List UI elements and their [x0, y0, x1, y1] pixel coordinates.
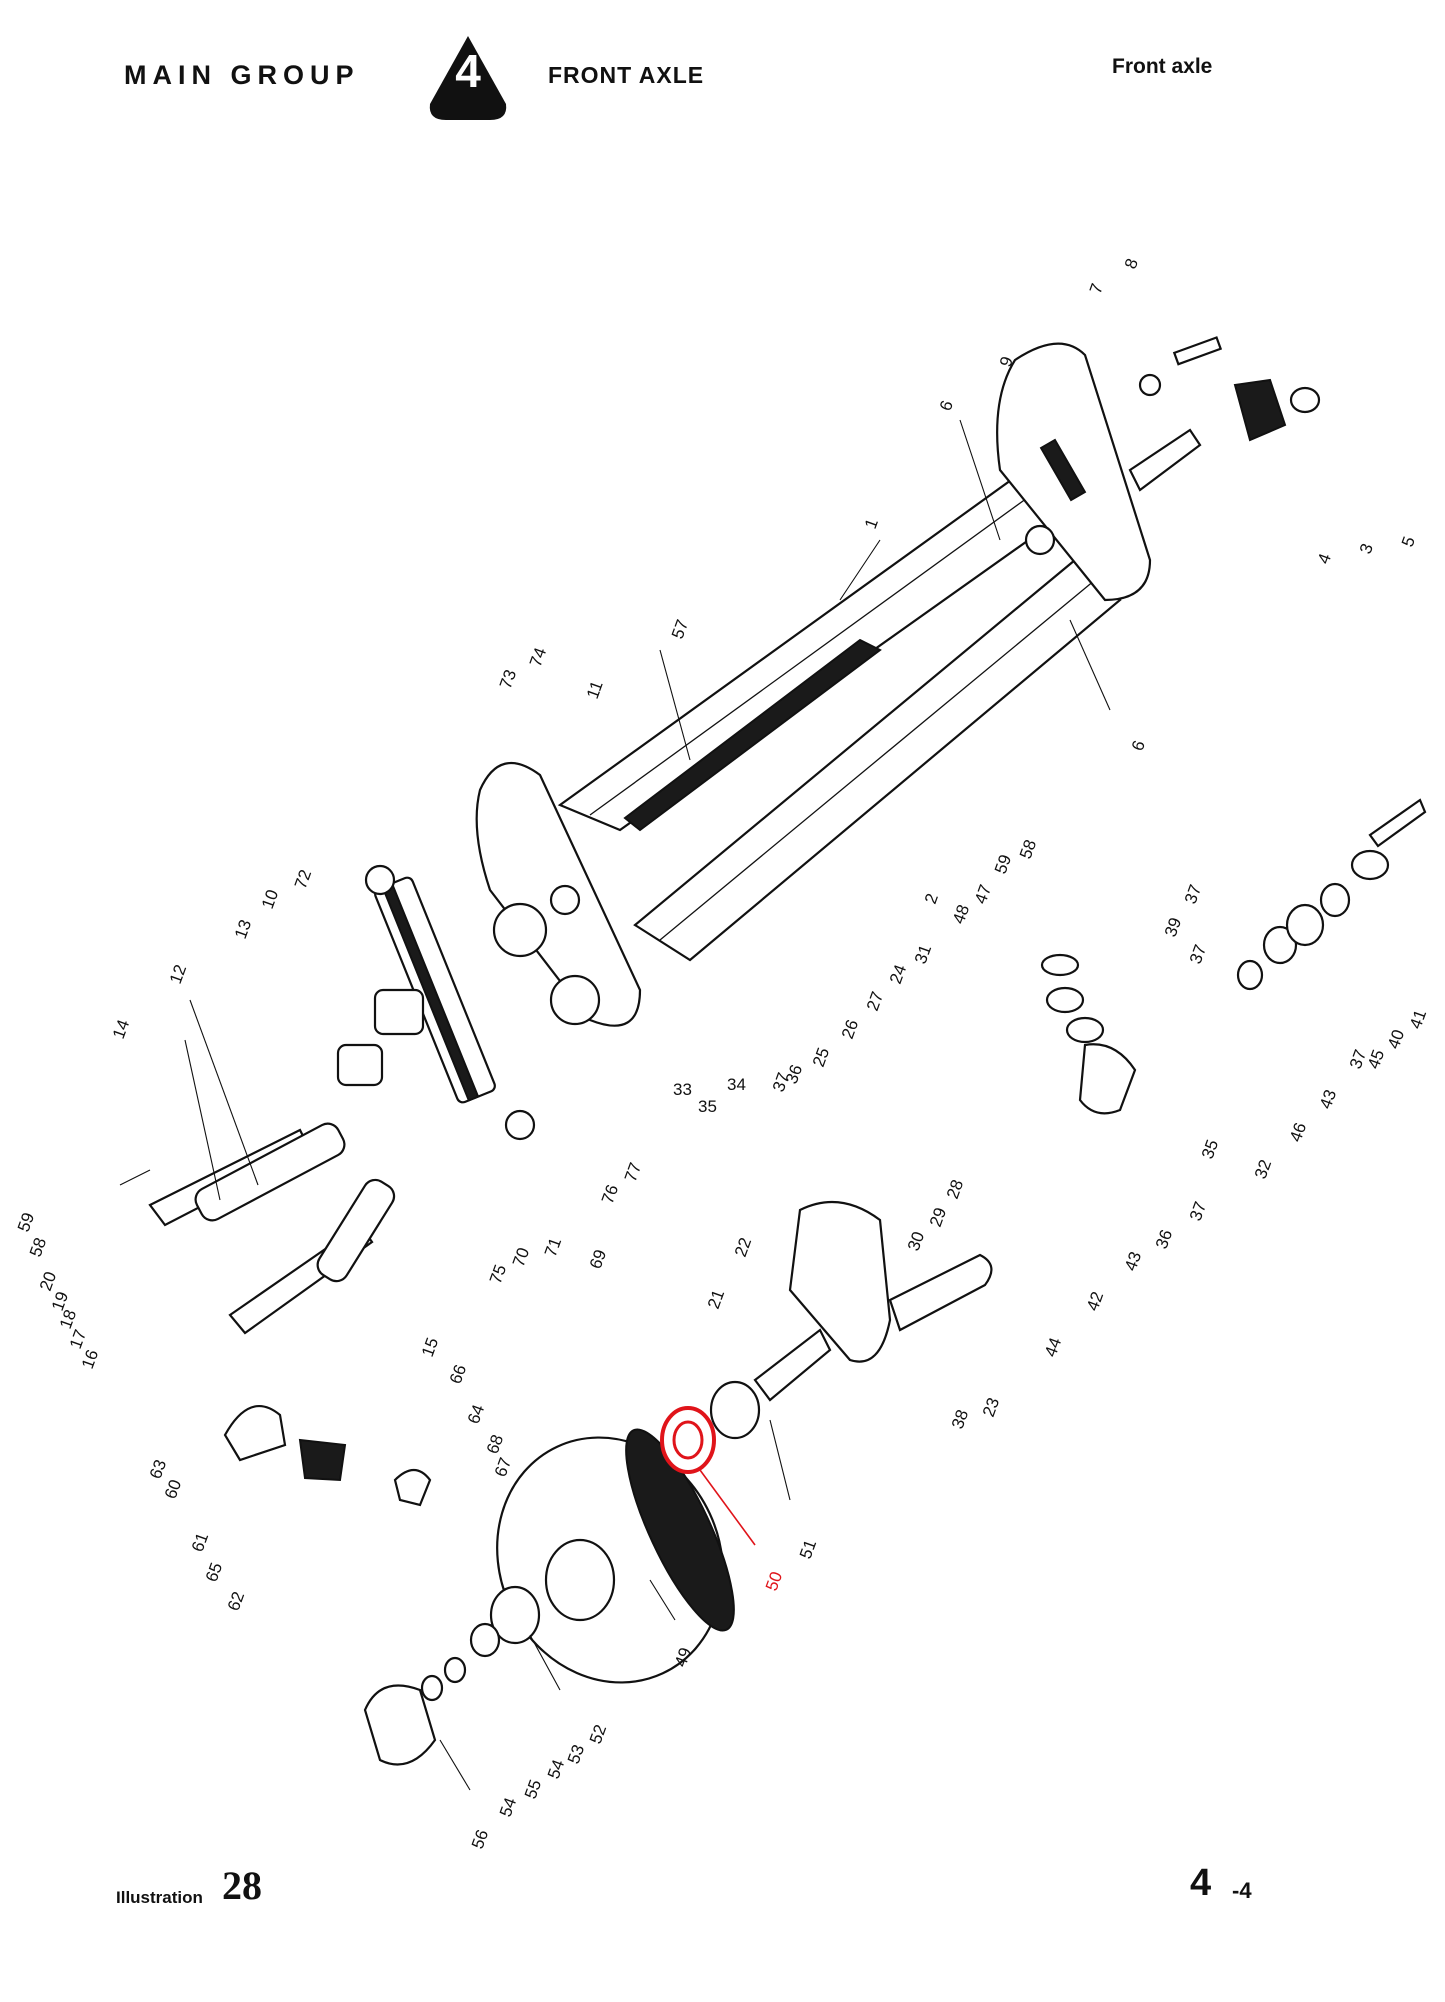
- page-topic-title: Front axle: [1112, 55, 1213, 78]
- callout-48: 48: [949, 902, 973, 926]
- callout-59b: 59: [14, 1210, 38, 1234]
- callout-25: 25: [809, 1045, 833, 1069]
- callout-20: 20: [36, 1269, 60, 1293]
- front-axle-drawing: [148, 336, 1427, 1766]
- callout-12: 12: [166, 962, 190, 986]
- callout-5: 5: [1398, 534, 1419, 549]
- callout-29: 29: [926, 1205, 950, 1229]
- callout-54b: 54: [496, 1795, 520, 1819]
- callout-67: 67: [491, 1455, 515, 1479]
- callout-58a: 58: [1016, 837, 1040, 861]
- callout-41: 41: [1406, 1007, 1430, 1031]
- callout-35a: 35: [698, 1097, 717, 1116]
- callout-47: 47: [971, 882, 995, 906]
- callout-58b: 58: [26, 1235, 50, 1259]
- callout-8: 8: [1121, 256, 1142, 271]
- callout-42: 42: [1083, 1289, 1107, 1313]
- callout-50-highlighted: 50: [762, 1569, 786, 1593]
- callout-10: 10: [258, 887, 282, 911]
- callout-46: 46: [1286, 1120, 1310, 1144]
- callout-37b: 37: [1181, 882, 1205, 906]
- callout-61: 61: [188, 1530, 212, 1554]
- callout-14: 14: [109, 1017, 133, 1041]
- callout-71: 71: [541, 1235, 565, 1259]
- callout-60: 60: [161, 1477, 185, 1501]
- callout-33: 33: [673, 1080, 692, 1099]
- callout-52: 52: [586, 1722, 610, 1746]
- callout-38: 38: [948, 1407, 972, 1431]
- callout-43a: 43: [1121, 1249, 1145, 1273]
- callout-77: 77: [621, 1160, 645, 1184]
- callout-59a: 59: [991, 852, 1015, 876]
- callout-37c: 37: [1186, 942, 1210, 966]
- callout-66: 66: [446, 1362, 470, 1386]
- leader-lines: [119, 419, 1111, 1791]
- callout-72: 72: [291, 867, 315, 891]
- callout-27: 27: [863, 989, 887, 1013]
- callout-75: 75: [486, 1262, 510, 1286]
- callout-32: 32: [1251, 1157, 1275, 1181]
- callout-43b: 43: [1316, 1087, 1340, 1111]
- callout-30: 30: [904, 1229, 928, 1253]
- callout-36b: 36: [1152, 1227, 1176, 1251]
- callout-62: 62: [224, 1589, 248, 1613]
- callout-11: 11: [583, 678, 607, 701]
- callout-45: 45: [1364, 1047, 1388, 1071]
- callout-22: 22: [731, 1235, 755, 1259]
- callout-15: 15: [418, 1335, 442, 1359]
- callout-44: 44: [1041, 1335, 1065, 1359]
- callout-70: 70: [509, 1245, 533, 1269]
- callout-76: 76: [598, 1182, 622, 1206]
- callout-40: 40: [1384, 1027, 1408, 1051]
- callout-3: 3: [1356, 541, 1377, 556]
- group-number: 4: [455, 45, 481, 97]
- callout-31: 31: [911, 942, 935, 966]
- callout-7: 7: [1086, 281, 1107, 296]
- callout-69: 69: [586, 1247, 610, 1271]
- callout-57: 57: [668, 617, 692, 641]
- page-number-main: 4: [1190, 1862, 1212, 1904]
- callout-13: 13: [231, 917, 255, 941]
- section-title: FRONT AXLE: [548, 62, 705, 88]
- callout-4: 4: [1314, 551, 1335, 566]
- callout-9: 9: [996, 354, 1017, 369]
- callout-74: 74: [526, 645, 550, 669]
- callout-2: 2: [921, 891, 942, 906]
- callout-39: 39: [1161, 915, 1185, 939]
- callout-64: 64: [464, 1402, 488, 1426]
- page-number-sub: -4: [1232, 1878, 1252, 1903]
- callout-28: 28: [943, 1177, 967, 1201]
- callout-65: 65: [202, 1560, 226, 1584]
- callout-51: 51: [796, 1537, 820, 1561]
- main-group-heading: MAIN GROUP: [124, 60, 360, 90]
- group-number-badge: [429, 36, 507, 120]
- callout-24: 24: [886, 962, 910, 986]
- callout-6a: 6: [936, 398, 957, 413]
- callout-1: 1: [861, 516, 882, 531]
- callout-53: 53: [564, 1742, 588, 1766]
- callout-34: 34: [727, 1075, 746, 1094]
- callout-55: 55: [521, 1777, 545, 1801]
- callout-23: 23: [979, 1395, 1003, 1419]
- callout-21: 21: [704, 1287, 728, 1311]
- callout-6b: 6: [1128, 738, 1149, 753]
- callout-73: 73: [496, 667, 520, 691]
- illustration-label: Illustration: [116, 1888, 203, 1907]
- callout-56: 56: [468, 1827, 492, 1851]
- callout-26: 26: [838, 1017, 862, 1041]
- callout-37e: 37: [1186, 1199, 1210, 1223]
- callout-68: 68: [483, 1432, 507, 1456]
- callout-35b: 35: [1198, 1137, 1222, 1161]
- illustration-number: 28: [222, 1863, 262, 1908]
